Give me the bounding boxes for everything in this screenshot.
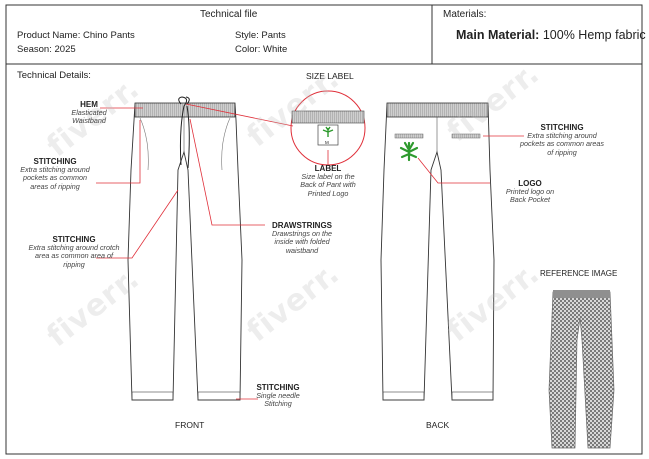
materials-heading: Materials: (443, 9, 487, 20)
callout-lines (96, 103, 524, 400)
logo-text: Printed logo on Back Pocket (505, 187, 555, 205)
season-value: 2025 (54, 44, 76, 55)
main-material-label: Main Material: (456, 28, 540, 42)
drawstrings-title: DRAWSTRINGS (272, 221, 332, 230)
style-row: Style: Pants (235, 30, 286, 42)
cannabis-leaf-logo (399, 141, 419, 162)
color-label: Color: (235, 44, 261, 55)
season-label: Season: (17, 44, 52, 55)
stitching-hem-title: STITCHING (256, 383, 300, 392)
style-label: Style: (235, 30, 259, 41)
back-label: BACK (426, 420, 450, 430)
logo-title: LOGO (518, 179, 542, 188)
size-label-title: SIZE LABEL (306, 71, 354, 81)
stitching-crotch-callout: STITCHING Extra stitching around crotch … (26, 235, 122, 269)
stitching-hem-callout: STITCHING Single needle Stitching (252, 383, 304, 409)
label-text: Size label on the Back of Pant with Prin… (300, 172, 356, 198)
hem-text: Elasticated Waistband (71, 108, 107, 126)
front-pants (127, 96, 243, 401)
document-title: Technical file (200, 9, 258, 20)
stitching-crotch-text: Extra stitching around crotch area as co… (28, 243, 120, 269)
back-pants (380, 102, 495, 401)
hem-title: HEM (80, 100, 98, 109)
drawstrings-callout: DRAWSTRINGS Drawstrings on the inside wi… (262, 221, 342, 255)
color-row: Color: White (235, 44, 288, 56)
label-title: LABEL (314, 164, 342, 173)
style-value: Pants (261, 30, 286, 41)
stitching-pockets-title: STITCHING (33, 157, 77, 166)
stitching-back-text: Extra stitching around pockets as common… (520, 131, 604, 157)
stitching-crotch-title: STITCHING (52, 235, 96, 244)
product-name-row: Product Name: Chino Pants (17, 30, 135, 42)
front-label: FRONT (175, 420, 205, 430)
stitching-pockets-text: Extra stitching around pockets as common… (20, 165, 90, 191)
product-name-value: Chino Pants (83, 30, 135, 41)
product-name-label: Product Name: (17, 30, 81, 41)
reference-image-title: REFERENCE IMAGE (540, 269, 618, 278)
reference-image (548, 290, 615, 449)
main-material-row: Main Material: 100% Hemp fabric (456, 28, 646, 42)
hem-callout: HEM Elasticated Waistband (62, 100, 116, 126)
stitching-back-callout: STITCHING Extra stitching around pockets… (520, 123, 604, 157)
logo-callout: LOGO Printed logo on Back Pocket (500, 179, 560, 205)
stitching-back-title: STITCHING (540, 123, 584, 132)
stitching-hem-text: Single needle Stitching (256, 391, 300, 409)
season-row: Season: 2025 (17, 44, 76, 56)
technical-details-heading: Technical Details: (17, 70, 91, 81)
main-material-value: 100% Hemp fabric (542, 28, 646, 42)
color-value: White (262, 44, 288, 55)
stitching-pockets-callout: STITCHING Extra stitching around pockets… (16, 157, 94, 191)
label-callout: LABEL Size label on the Back of Pant wit… (295, 164, 361, 198)
drawstrings-text: Drawstrings on the inside with folded wa… (272, 229, 332, 255)
size-tag-text: M (325, 140, 329, 145)
size-label-magnifier (290, 90, 366, 166)
